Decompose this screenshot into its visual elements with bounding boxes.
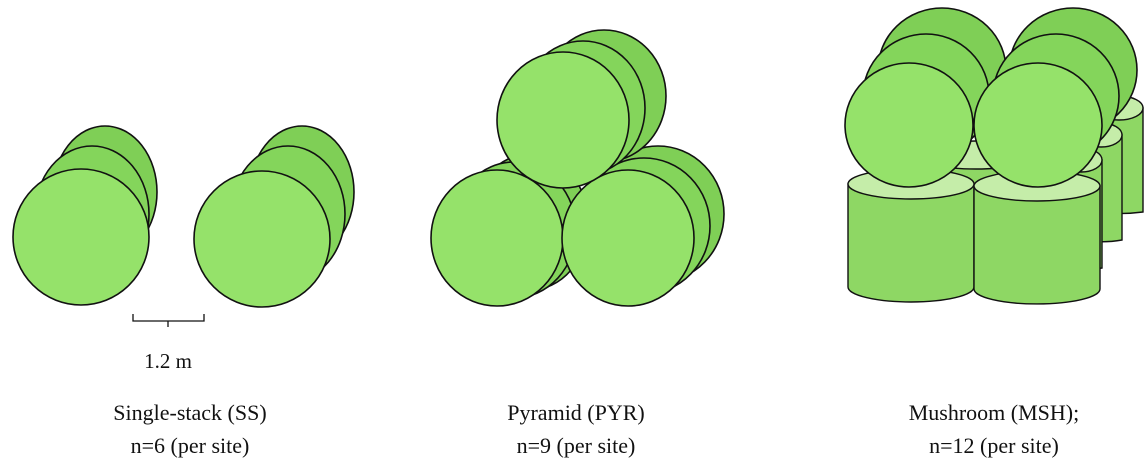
single-stack-right-bale-stack	[193, 125, 355, 308]
mushroom-title: Mushroom (MSH);	[909, 400, 1080, 425]
single-stack-title: Single-stack (SS)	[113, 400, 266, 425]
mushroom-group: Mushroom (MSH); n=12 (per site)	[844, 7, 1144, 458]
spacing-bracket	[132, 314, 205, 327]
pyramid-top-bale-stack	[496, 29, 667, 189]
single-stack-group: 1.2 m Single-stack (SS) n=6 (per site)	[12, 125, 355, 458]
spacing-label: 1.2 m	[144, 349, 192, 373]
bale-front	[973, 62, 1103, 188]
pyramid-right-bale-stack	[561, 145, 725, 307]
pyramid-group: Pyramid (PYR) n=9 (per site)	[430, 29, 725, 458]
mushroom-cylinder-front-right	[973, 170, 1101, 305]
single-stack-count: n=6 (per site)	[131, 433, 250, 458]
bale-front	[12, 168, 150, 306]
pyramid-title: Pyramid (PYR)	[507, 400, 645, 425]
bale-front	[430, 169, 564, 307]
mushroom-left-top-bale-stack	[844, 7, 1007, 188]
mushroom-right-top-bale-stack	[973, 7, 1138, 188]
mushroom-cylinder-front-left	[847, 168, 975, 303]
single-stack-left-bale-stack	[12, 125, 158, 306]
pyramid-count: n=9 (per site)	[517, 433, 636, 458]
mushroom-count: n=12 (per site)	[929, 433, 1059, 458]
bale-front	[561, 169, 695, 307]
bale-front	[844, 62, 974, 188]
bale-front	[496, 51, 630, 189]
bale-front	[193, 170, 331, 308]
